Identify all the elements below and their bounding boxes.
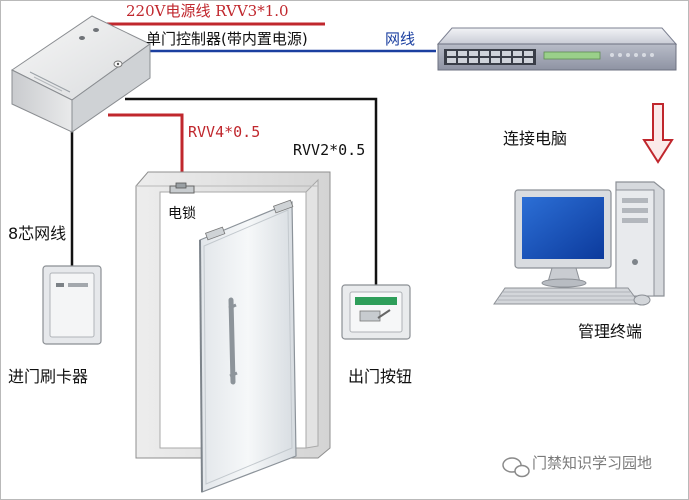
connect-pc-label: 连接电脑 [503, 129, 568, 148]
network-cable-label: 网线 [385, 30, 416, 48]
electric-lock [169, 182, 195, 194]
wechat-icon [502, 457, 530, 478]
pc-tower [615, 181, 665, 297]
controller-label: 单门控制器(带内置电源) [146, 30, 308, 48]
management-terminal-label: 管理终端 [578, 322, 643, 341]
network-switch [436, 27, 678, 71]
exit-button-device [341, 284, 411, 340]
power-cable-label: 220V电源线 RVV3*1.0 [126, 2, 289, 20]
controller-box [11, 15, 151, 133]
arrow-down-icon [642, 103, 674, 164]
monitor [514, 189, 612, 288]
glass-door [199, 199, 297, 493]
mouse [633, 294, 651, 306]
lock-cable-label: RVV4*0.5 [188, 123, 261, 141]
card-reader [42, 265, 102, 345]
keyboard [493, 287, 641, 305]
exit-button-label: 出门按钮 [348, 367, 413, 386]
button-wire [125, 97, 378, 286]
electric-lock-label: 电锁 [168, 206, 196, 222]
lock-wire [108, 113, 184, 188]
watermark-text: 门禁知识学习园地 [532, 454, 653, 472]
eight-core-cable-label: 8芯网线 [8, 224, 67, 243]
button-cable-label: RVV2*0.5 [293, 141, 366, 159]
card-reader-label: 进门刷卡器 [8, 367, 89, 386]
